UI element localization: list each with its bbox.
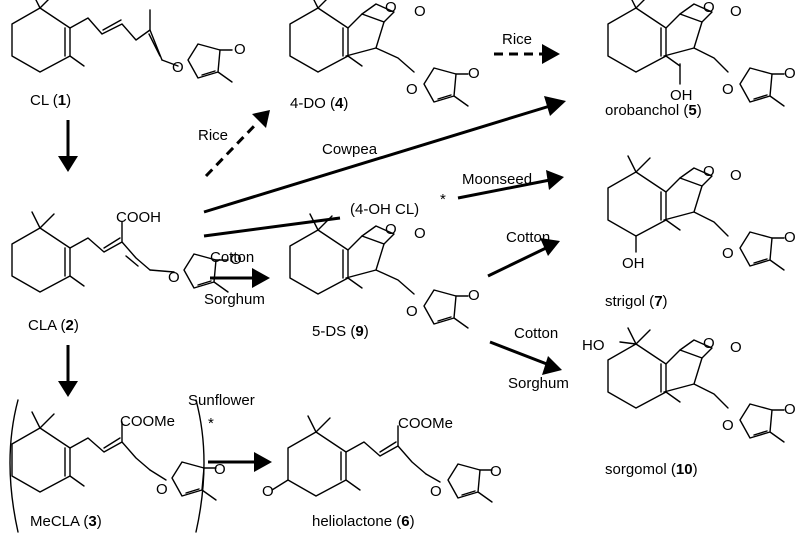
pathway-label-moonseed: Moonseed [462,171,532,188]
oxygen-atom: O [784,229,796,246]
oxygen-atom: O [468,65,480,82]
oxygen-atom: O [385,221,397,238]
oxygen-atom: O [468,287,480,304]
oxygen-atom: O [406,303,418,320]
arrowhead [540,238,560,256]
pathway-label-sunflower: Sunflower [188,392,255,409]
hydroxyl-group: OH [622,255,645,272]
structure-4do: O O O O [289,0,480,107]
oxygen-atom: O [385,0,397,16]
oxygen-atom: O [730,339,742,356]
arrowhead [58,381,78,397]
structure-5ds: O O O O [289,213,480,329]
oxygen-atom: O [722,245,734,262]
arrowhead [254,452,272,472]
arrowhead [542,356,562,375]
oxygen-atom: O [703,163,715,180]
arrowhead [546,170,564,190]
oxygen-atom: O [784,401,796,418]
structure-heliolactone: O COOMe O O [262,415,502,503]
oxygen-atom: O [234,41,246,58]
structure-sorgomol: HO O O O O [582,327,796,443]
oxygen-atom: O [414,3,426,20]
oxygen-atom: O [722,81,734,98]
oxygen-atom: O [703,335,715,352]
arrow-intermediate-to-strigol [457,178,551,200]
arrow-cla-to-orobanchol [203,104,551,214]
pathway-asterisk-sunflower: * [208,415,214,432]
arrow-5ds-to-sorgomol [489,340,553,368]
compound-label-mecla: MeCLA (3) [30,513,102,530]
bracket-right [195,399,205,533]
structure-cl: O O [11,0,246,83]
pathway-label-rice-diag: Rice [198,127,228,144]
compound-label-heliolactone: heliolactone (6) [312,513,415,530]
structure-mecla: COOMe O O [11,411,226,501]
structure-strigol: OH O O O O [607,155,796,272]
arrowhead [58,156,78,172]
structure-cla: COOH O O [11,209,242,293]
methyl-ester-group: COOMe [398,415,453,432]
oxygen-atom: O [406,81,418,98]
oxygen-atom: O [214,461,226,478]
arrow-5ds-to-strigol [487,246,547,278]
pathway-label-cotton-5ds: Cotton [210,249,254,266]
arrowhead [544,96,566,116]
pathway-label-cotton-strigol: Cotton [506,229,550,246]
oxygen-atom: O [722,417,734,434]
compound-label-sorgomol: sorgomol (10) [605,461,698,478]
oxygen-atom: O [730,167,742,184]
intermediate-asterisk: * [440,191,446,208]
oxygen-atom: O [168,269,180,286]
compound-label-strigol: strigol (7) [605,293,668,310]
oxygen-atom: O [703,0,715,16]
oxygen-atom: O [490,463,502,480]
hydroxymethyl-group: HO [582,337,605,354]
oxygen-atom: O [230,251,242,268]
pathway-label-rice-top: Rice [502,31,532,48]
oxygen-atom: O [172,59,184,76]
carboxylic-acid-group: COOH [116,209,161,226]
pathway-label-sorghum-sorgomol: Sorghum [508,375,569,392]
intermediate-label: (4-OH CL) [350,201,419,218]
compound-label-4do: 4-DO (4) [290,95,348,112]
arrowhead [252,268,270,288]
compound-label-cla: CLA (2) [28,317,79,334]
arrowhead [542,44,560,64]
structure-orobanchol: OH O O O O [607,0,796,107]
arrowhead [252,110,270,128]
arrow-cla-to-4do [204,120,260,178]
compound-label-cl: CL (1) [30,92,71,109]
oxygen-atom: O [730,3,742,20]
oxygen-atom: O [156,481,168,498]
ketone-oxygen: O [262,483,274,500]
pathway-label-sorghum-5ds: Sorghum [204,291,265,308]
pathway-label-cowpea: Cowpea [322,141,378,158]
pathway-label-cotton-sorgomol: Cotton [514,325,558,342]
bracket-left [9,399,19,533]
oxygen-atom: O [784,65,796,82]
oxygen-atom: O [414,225,426,242]
hydroxyl-group: OH [670,87,693,104]
compound-label-5ds: 5-DS (9) [312,323,369,340]
oxygen-atom: O [430,483,442,500]
methyl-ester-group: COOMe [120,413,175,430]
compound-label-orobanchol: orobanchol (5) [605,102,702,119]
arrow-cla-to-intermediate [203,216,341,238]
